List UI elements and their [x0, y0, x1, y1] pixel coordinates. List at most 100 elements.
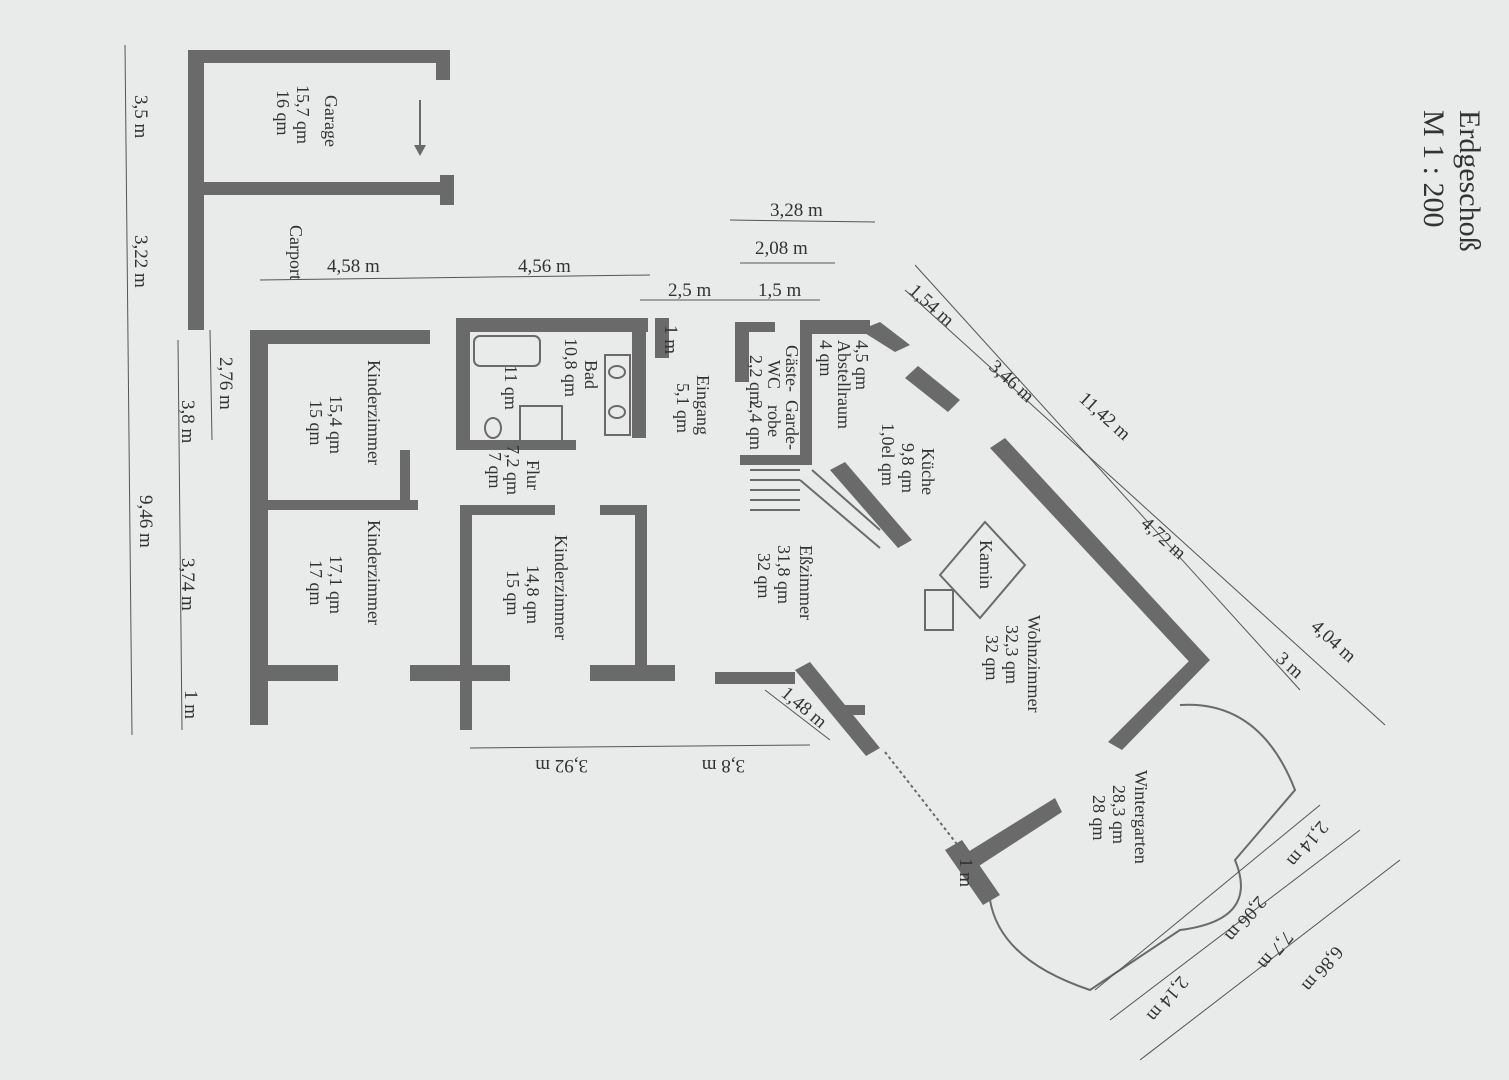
garage-name: Garage [321, 95, 341, 147]
bathtub [473, 335, 631, 443]
abstell-name: Abstellraum [834, 340, 854, 429]
wc-area-exact: 2,2 qm [746, 355, 766, 405]
room-bad: Bad 10,8 qm 11 qm [501, 338, 601, 410]
dim-diag-0: 1,54 m [905, 280, 958, 331]
room-kamin: Kamin [976, 540, 996, 589]
wohn-name: Wohnzimmer [1024, 615, 1044, 713]
dim-left-outer-0: 3,5 m [130, 95, 151, 139]
dim-left-inner-1: 3,8 m [177, 400, 198, 444]
flur-name: Flur [523, 460, 543, 490]
dim-right-4: 6,86 m [1297, 942, 1347, 996]
ess-name: Eßzimmer [796, 545, 816, 620]
dim-diag-2: 11,42 m [1075, 388, 1135, 445]
room-kinderzimmer-2: Kinderzimmer 17,1 qm 17 qm [306, 520, 384, 625]
dims-misc: 1 m [955, 858, 976, 887]
flur-area-exact: 7,2 qm [503, 445, 523, 495]
title-line1: Erdgeschoß [1453, 110, 1486, 252]
room-garage: Garage 15,7 qm 16 qm [273, 85, 341, 147]
dim-top-6: 1 m [660, 325, 681, 354]
wc-line2: WC [764, 360, 784, 389]
wohn-area: 32 qm [982, 635, 1002, 681]
wohn-area-exact: 32,3 qm [1002, 625, 1022, 684]
dims-top: 4,58 m 4,56 m 2,5 m 1,5 m 2,08 m 3,28 m … [327, 200, 823, 354]
winter-area: 28 qm [1089, 795, 1109, 841]
carport-name: Carport [286, 225, 306, 280]
dims-bottom: 1,48 m 3,8 m 3,92 m [535, 683, 831, 776]
dims-diagonal: 1,54 m 3,46 m 11,42 m 4,72 m 4,04 m 3 m [905, 280, 1360, 683]
dim-misc-0: 1 m [955, 858, 976, 887]
room-flur: Flur 7,2 qm 7 qm [485, 445, 543, 495]
dims-left-inner: 2,76 m 3,8 m 3,74 m 1 m [177, 357, 236, 719]
dim-top-2: 2,5 m [668, 280, 712, 301]
room-gaeste-wc: Gäste- WC 2,2 qm [746, 345, 802, 405]
dim-diag-4: 4,04 m [1307, 616, 1360, 667]
garage-area: 16 qm [273, 90, 293, 136]
eingang-area-exact: 5,1 qm [673, 383, 693, 433]
dim-top-4: 2,08 m [755, 238, 808, 259]
room-wintergarten: Wintergarten 28,3 qm 28 qm [1089, 770, 1151, 864]
bad-area-exact: 10,8 qm [561, 338, 581, 397]
room-kinderzimmer-1: Kinderzimmer 15,4 qm 15 qm [306, 360, 384, 465]
dims-left-outer: 3,5 m 3,22 m 9,46 m [130, 95, 156, 548]
plan-title: Erdgeschoß M 1 : 200 [1417, 110, 1486, 252]
kamin-name: Kamin [976, 540, 996, 589]
dim-left-inner-3: 1 m [180, 690, 201, 719]
kueche-name: Küche [918, 448, 938, 495]
ess-area-exact: 31,8 qm [774, 545, 794, 604]
dim-right-0: 2,14 m [1282, 817, 1332, 871]
dim-top-5: 3,28 m [770, 200, 823, 221]
room-kueche: Küche 9,8 qm 1,0el qm [878, 423, 938, 495]
garderobe-line2: robe [764, 405, 784, 437]
kinder3-area-exact: 14,8 qm [523, 565, 543, 624]
garage-area-exact: 15,7 qm [293, 85, 313, 144]
winter-name: Wintergarten [1131, 770, 1151, 864]
eingang-name: Eingang [693, 375, 713, 435]
kueche-area: 1,0el qm [878, 423, 898, 486]
dim-left-outer-1: 3,22 m [130, 235, 151, 288]
room-esszimmer: Eßzimmer 31,8 qm 32 qm [754, 545, 816, 620]
room-abstellraum: 4,5 qm Abstellraum 4 qm [816, 340, 872, 429]
dim-diag-5: 3 m [1272, 648, 1308, 683]
dim-bottom-2: 3,92 m [535, 755, 588, 776]
room-carport: Carport [286, 225, 306, 280]
title-line2: M 1 : 200 [1417, 110, 1450, 228]
garderobe-area-exact: 2,4 qm [746, 400, 766, 450]
kinder2-area-exact: 17,1 qm [326, 555, 346, 614]
kinder2-area: 17 qm [306, 560, 326, 606]
dim-top-1: 4,56 m [518, 256, 571, 277]
abstell-area: 4 qm [816, 340, 836, 377]
dimension-lines [124, 44, 1401, 1061]
room-wohnzimmer: Wohnzimmer 32,3 qm 32 qm [982, 615, 1044, 713]
kinder1-area-exact: 15,4 qm [326, 395, 346, 454]
flur-area: 7 qm [485, 452, 505, 489]
garage-walls [188, 50, 454, 330]
dim-right-1: 2,06 m [1220, 892, 1270, 946]
dim-left-outer-2: 9,46 m [135, 495, 156, 548]
dim-diag-1: 3,46 m [985, 356, 1038, 407]
dim-diag-3: 4,72 m [1137, 513, 1190, 564]
house-walls [250, 318, 1297, 992]
bad-area: 11 qm [501, 365, 521, 410]
dim-bottom-1: 3,8 m [702, 755, 746, 776]
bad-name: Bad [581, 360, 601, 389]
kueche-area-exact: 9,8 qm [898, 443, 918, 493]
dim-left-inner-0: 2,76 m [215, 357, 236, 410]
dim-top-0: 4,58 m [327, 256, 380, 277]
kinder3-name: Kinderzimmer [551, 535, 571, 640]
dim-top-3: 1,5 m [758, 280, 802, 301]
dim-right-2: 2,14 m [1142, 972, 1192, 1026]
winter-area-exact: 28,3 qm [1109, 785, 1129, 844]
abstell-area-exact: 4,5 qm [852, 340, 872, 390]
dim-right-3: 7,7 m [1253, 927, 1297, 974]
kinder1-name: Kinderzimmer [364, 360, 384, 465]
wc-line1: Gäste- [782, 345, 802, 392]
room-eingang: Eingang 5,1 qm [673, 375, 713, 435]
kinder3-area: 15 qm [503, 570, 523, 616]
dim-left-inner-2: 3,74 m [177, 558, 198, 611]
kinder2-name: Kinderzimmer [364, 520, 384, 625]
room-kinderzimmer-3: Kinderzimmer 14,8 qm 15 qm [503, 535, 571, 640]
room-garderobe: Garde- robe 2,4 qm [746, 400, 802, 450]
garderobe-line1: Garde- [782, 400, 802, 450]
ess-area: 32 qm [754, 553, 774, 599]
